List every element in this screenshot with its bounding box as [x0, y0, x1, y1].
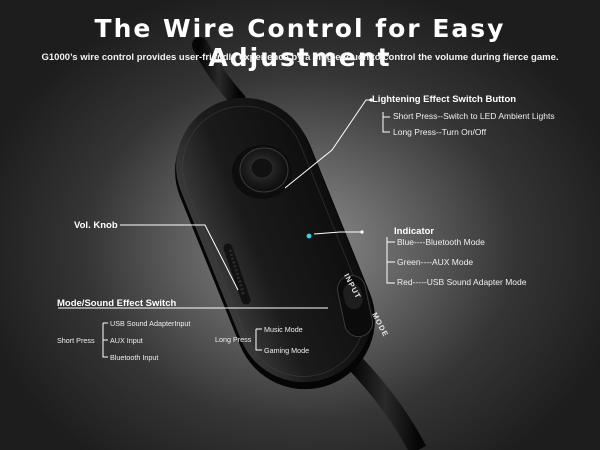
callout-lines [58, 99, 395, 358]
short-option-bluetooth: Bluetooth Input [110, 353, 159, 362]
indicator-red: Red-----USB Sound Adapter Mode [397, 277, 527, 287]
indicator-blue: Blue----Bluetooth Mode [397, 237, 485, 247]
indicator-heading: Indicator [394, 226, 435, 237]
short-option-aux: AUX Input [110, 336, 143, 345]
short-option-usb: USB Sound AdapterInput [110, 319, 191, 328]
lightening-long-press: Long Press--Turn On/Off [393, 127, 487, 137]
page-subtitle: G1000’s wire control provides user-frien… [41, 52, 559, 63]
lighting-button-icon [232, 145, 292, 199]
volume-knob-icon [223, 243, 251, 305]
bottom-cable [345, 353, 427, 450]
indicator-led-icon [306, 233, 312, 239]
mode-switch-icon [336, 274, 374, 338]
indicator-green: Green----AUX Mode [397, 257, 474, 267]
wire-control-body [175, 97, 375, 390]
short-press-label: Short Press [57, 336, 95, 345]
long-option-music: Music Mode [264, 325, 303, 334]
long-option-gaming: Gaming Mode [264, 346, 310, 355]
lightening-heading: Lightening Effect Switch Button [372, 94, 517, 105]
lightening-short-press: Short Press--Switch to LED Ambient Light… [393, 111, 555, 121]
vol-knob-heading: Vol. Knob [74, 220, 118, 231]
mode-switch-heading: Mode/Sound Effect Switch [57, 298, 177, 309]
page-title: The Wire Control for Easy Adjustment [94, 14, 506, 72]
top-cable [192, 37, 246, 108]
long-press-label: Long Press [215, 335, 252, 344]
